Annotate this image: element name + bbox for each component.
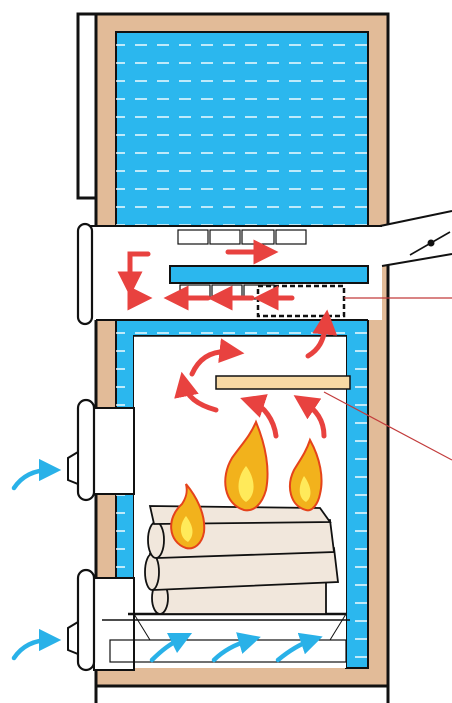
air-arrows <box>11 458 323 663</box>
secondary-air-inlet <box>11 458 62 491</box>
gas-flow-arrows <box>117 239 338 439</box>
leader-lines <box>323 297 452 461</box>
flue-outlet <box>379 210 452 267</box>
flames <box>170 419 323 550</box>
primary-air-inlet <box>11 628 62 661</box>
baffle-plate <box>215 375 351 390</box>
water-jacket <box>115 31 369 669</box>
ash-door <box>67 568 135 672</box>
flue-cleaning-door <box>76 222 94 326</box>
leader-line-baffle <box>323 391 452 461</box>
fuel-loading-door <box>67 398 135 502</box>
